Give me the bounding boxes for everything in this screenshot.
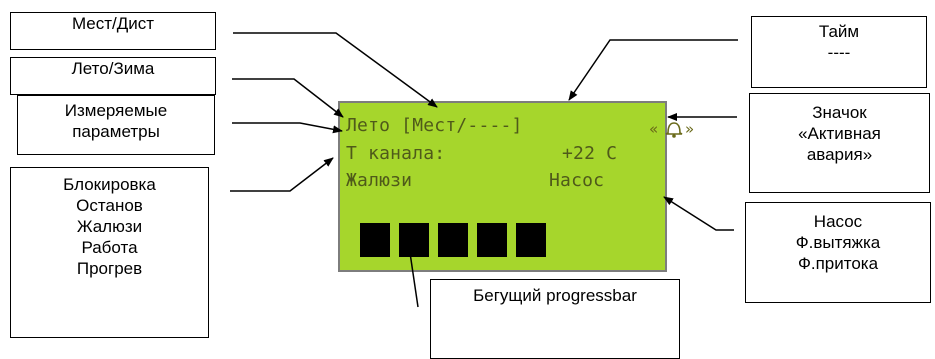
label-alarm-line3: авария» [806,145,873,164]
label-taim-line2: ---- [827,43,851,62]
label-modes: Блокировка Останов Жалюзи Работа Прогрев [10,167,209,338]
lcd-line3-left: Жалюзи [346,170,413,191]
label-measured-line1: Измеряемые [64,101,168,120]
label-leto-zima: Лето/Зима [10,57,216,95]
lcd-display: Лето [Мест/----] « » T канала: +22 С Жал… [338,101,695,272]
label-taim: Тайм ---- [751,16,927,88]
label-measured-line2: параметры [72,122,160,141]
alarm-bell-icon-svg: « » [649,120,694,138]
label-alarm-icon: Значок «Активная авария» [749,93,930,193]
mode-progrev: Прогрев [76,259,143,278]
arrow-mest-dist [233,32,438,108]
progress-block [516,223,546,257]
arrow-taim [568,39,738,101]
label-pump: Насос Ф.вытяжка Ф.притока [745,202,931,303]
label-mest-dist-text: Мест/Дист [71,14,155,33]
arrow-measured [232,122,343,134]
lcd-line3-right: Насос [549,170,605,191]
arrow-modes [230,157,334,192]
mode-ostanov: Останов [76,196,143,215]
arrow-pump [663,196,734,231]
label-alarm-line1: Значок [812,103,867,122]
label-measured-params: Измеряемые параметры [17,95,215,155]
label-pump-line2: Ф.вытяжка [795,233,881,252]
lcd-line1: Лето [Мест/----] [346,115,523,136]
svg-text:«: « [649,120,658,138]
arrow-leto-zima [232,78,344,118]
progress-block [360,223,390,257]
label-leto-zima-text: Лето/Зима [71,59,155,78]
label-mest-dist: Мест/Дист [10,12,216,50]
progress-block [438,223,468,257]
mode-blokirovka: Блокировка [63,175,156,194]
progress-block [477,223,507,257]
label-alarm-line2: «Активная [798,124,881,143]
label-progressbar: Бегущий progressbar [430,279,680,359]
label-taim-line1: Тайм [818,22,860,41]
mode-rabota: Работа [81,238,138,257]
connector-arrows [230,32,738,308]
alarm-bell-icon: « » [610,99,699,163]
label-pump-line1: Насос [813,212,863,231]
svg-text:»: » [685,120,694,138]
lcd-line2-value: +22 С [562,143,618,164]
arrow-progressbar [406,245,419,308]
lcd-line2-label: T канала: [346,143,446,164]
label-pump-line3: Ф.притока [797,254,879,273]
mode-zhaluzi: Жалюзи [76,217,143,236]
label-progressbar-text: Бегущий progressbar [473,286,637,305]
